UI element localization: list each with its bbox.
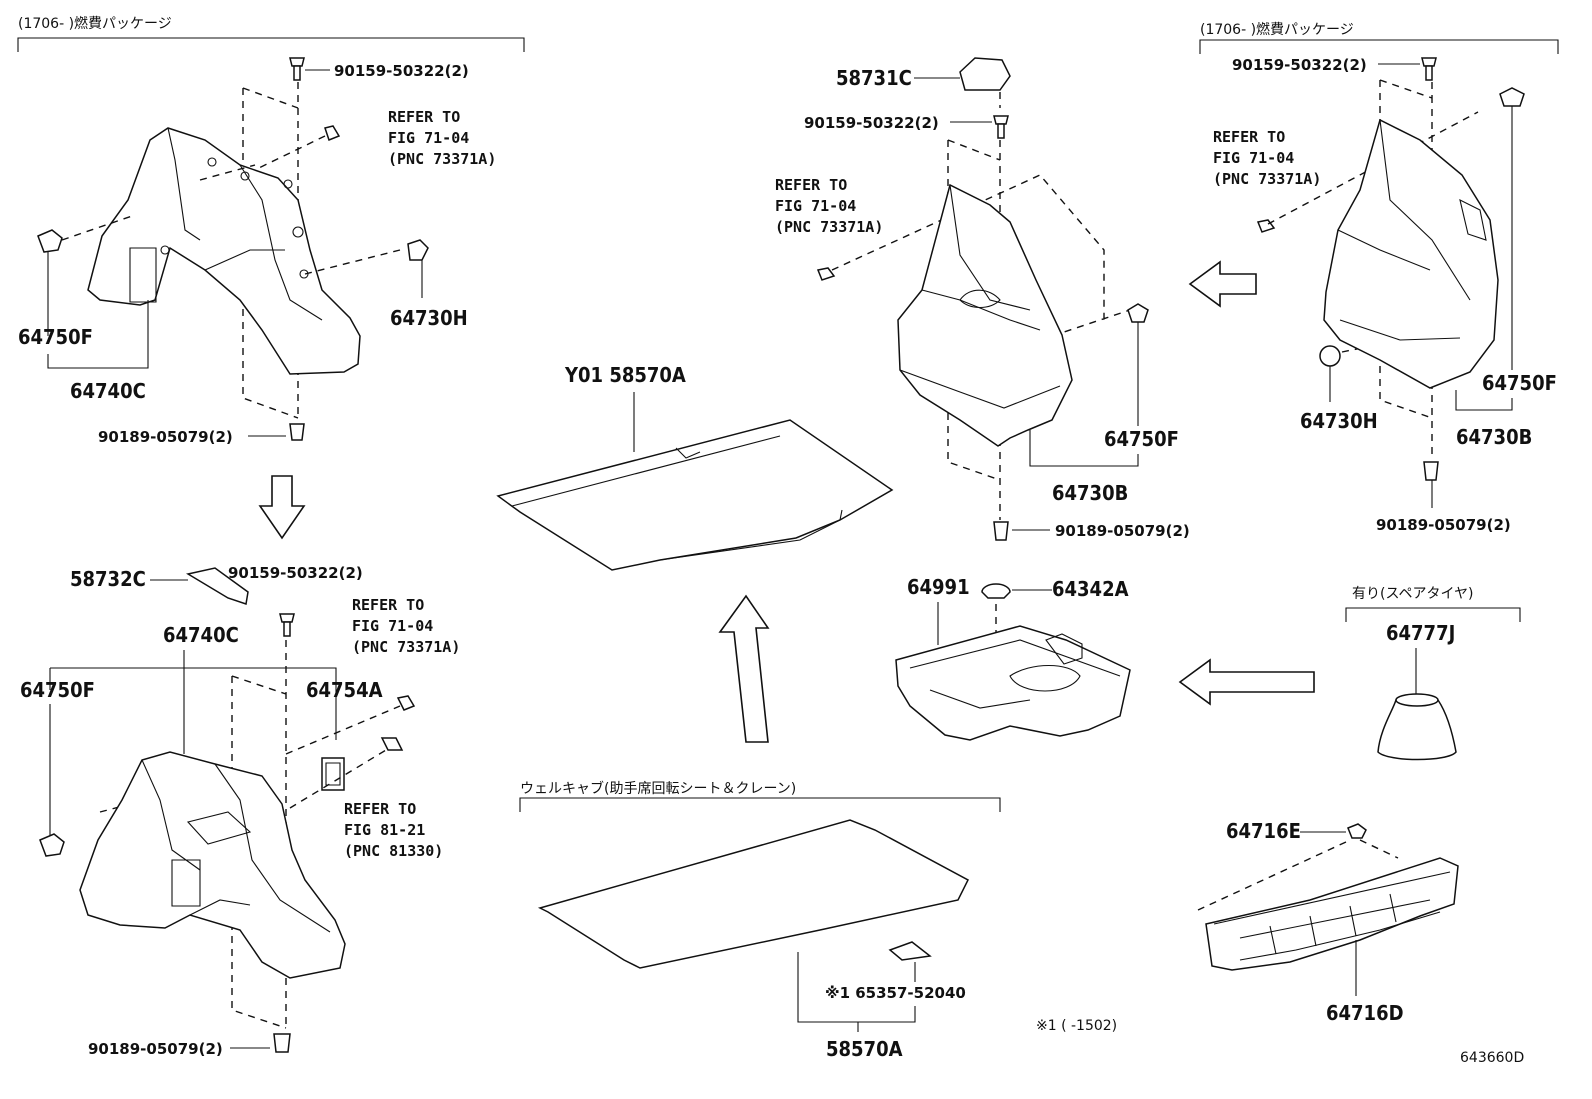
part-number-64777j[interactable]: 64777J xyxy=(1386,621,1455,645)
svg-text:(PNC 81330): (PNC 81330) xyxy=(344,842,443,860)
deck-board-58570a[interactable] xyxy=(537,819,969,969)
part-number-90189-05079[interactable]: 90189-05079(2) xyxy=(1376,516,1511,534)
part-number-64716e[interactable]: 64716E xyxy=(1226,819,1301,843)
clip-64750f-icon[interactable] xyxy=(1127,303,1149,323)
group-label-fuel-package-left: (1706- )燃費パッケージ xyxy=(18,15,172,32)
cap-64342a-icon[interactable] xyxy=(981,583,1011,599)
svg-text:FIG 71-04: FIG 71-04 xyxy=(352,617,433,635)
refer-to-fig-71-04-b[interactable]: REFER TO FIG 71-04 (PNC 73371A) xyxy=(352,596,460,656)
part-number-64730h[interactable]: 64730H xyxy=(1300,409,1378,433)
svg-text:REFER TO: REFER TO xyxy=(344,800,416,818)
clip-icon[interactable] xyxy=(396,695,416,711)
group-label-fuel-package-right: (1706- )燃費パッケージ xyxy=(1200,21,1354,38)
svg-text:FIG 71-04: FIG 71-04 xyxy=(388,129,469,147)
flow-arrow-up xyxy=(718,594,770,743)
svg-text:REFER TO: REFER TO xyxy=(388,108,460,126)
part-number-64991[interactable]: 64991 xyxy=(907,575,970,599)
part-number-58732c[interactable]: 58732C xyxy=(70,567,146,591)
bracket-65357-52040-icon[interactable] xyxy=(888,941,932,961)
group-label-spare-tire: 有り(スペアタイヤ) xyxy=(1352,586,1474,602)
cover-58732c[interactable] xyxy=(186,567,249,605)
refer-to-fig-71-04-a[interactable]: REFER TO FIG 71-04 (PNC 73371A) xyxy=(388,108,496,168)
part-number-64342a[interactable]: 64342A xyxy=(1052,577,1129,601)
flow-arrow-left xyxy=(1178,658,1315,706)
flow-arrow-down xyxy=(258,475,306,540)
svg-text:REFER TO: REFER TO xyxy=(1213,128,1285,146)
group-bracket-top-left xyxy=(17,37,525,52)
deck-board-y01-58570a[interactable] xyxy=(496,419,894,571)
bolt-icon[interactable] xyxy=(993,115,1009,139)
part-number-58731c[interactable]: 58731C xyxy=(836,66,912,90)
refer-to-fig-71-04-c[interactable]: REFER TO FIG 71-04 (PNC 73371A) xyxy=(775,176,883,236)
spacer-64777j[interactable] xyxy=(1377,693,1457,761)
diagram-id: 643660D xyxy=(1460,1050,1524,1066)
flow-arrow-left xyxy=(1188,260,1257,308)
nut-icon[interactable] xyxy=(993,521,1009,541)
deck-tray-64991[interactable] xyxy=(895,625,1131,741)
nut-icon[interactable] xyxy=(1423,461,1439,481)
clip-81330-icon[interactable] xyxy=(380,737,404,751)
luggage-box-64730b[interactable] xyxy=(897,183,1073,447)
part-number-90189-05079[interactable]: 90189-05079(2) xyxy=(98,428,233,446)
part-number-64730h[interactable]: 64730H xyxy=(390,306,468,330)
part-number-64716d[interactable]: 64716D xyxy=(1326,1001,1404,1025)
part-number-64750f[interactable]: 64750F xyxy=(18,325,93,349)
svg-text:(PNC 73371A): (PNC 73371A) xyxy=(388,150,496,168)
cover-58731c[interactable] xyxy=(959,57,1011,91)
svg-text:REFER TO: REFER TO xyxy=(352,596,424,614)
part-number-90189-05079[interactable]: 90189-05079(2) xyxy=(1055,522,1190,540)
quarter-trim-panel-64740c[interactable] xyxy=(61,127,401,375)
nut-icon[interactable] xyxy=(289,423,305,441)
svg-text:(PNC 73371A): (PNC 73371A) xyxy=(1213,170,1321,188)
part-number-64730b[interactable]: 64730B xyxy=(1456,425,1532,449)
footnote: ※1 ( -1502) xyxy=(1036,1018,1117,1034)
part-number-90159-50322[interactable]: 90159-50322(2) xyxy=(334,62,469,80)
part-number-65357-52040[interactable]: ※1 65357-52040 xyxy=(825,984,966,1002)
part-number-90189-05079[interactable]: 90189-05079(2) xyxy=(88,1040,223,1058)
clip-icon[interactable] xyxy=(324,125,341,141)
svg-text:FIG 81-21: FIG 81-21 xyxy=(344,821,425,839)
bolt-icon[interactable] xyxy=(1421,57,1437,81)
part-number-y01-58570a[interactable]: Y01 58570A xyxy=(564,363,686,387)
part-number-64750f[interactable]: 64750F xyxy=(1482,371,1557,395)
part-number-64740c[interactable]: 64740C xyxy=(70,379,146,403)
part-number-90159-50322[interactable]: 90159-50322(2) xyxy=(228,564,363,582)
part-number-90159-50322[interactable]: 90159-50322(2) xyxy=(1232,56,1367,74)
clip-64716e-icon[interactable] xyxy=(1347,823,1367,839)
svg-text:(PNC 73371A): (PNC 73371A) xyxy=(775,218,883,236)
part-number-64740c[interactable]: 64740C xyxy=(163,623,239,647)
part-number-64754a[interactable]: 64754A xyxy=(306,678,383,702)
plug-64754a-icon[interactable] xyxy=(321,757,345,791)
part-number-58570a[interactable]: 58570A xyxy=(826,1037,903,1061)
part-number-64750f[interactable]: 64750F xyxy=(1104,427,1179,451)
push-clip-64730h-icon[interactable] xyxy=(407,239,429,298)
quarter-box-64730b[interactable] xyxy=(1323,118,1499,389)
bolt-icon[interactable] xyxy=(289,57,305,81)
part-number-64730b[interactable]: 64730B xyxy=(1052,481,1128,505)
group-label-welcab: ウェルキャブ(助手席回転シート＆クレーン) xyxy=(520,780,796,797)
refer-to-fig-81-21[interactable]: REFER TO FIG 81-21 (PNC 81330) xyxy=(344,800,443,860)
quarter-trim-panel-64740c-fuel[interactable] xyxy=(79,751,346,979)
clip-64750f-icon[interactable] xyxy=(37,229,63,336)
push-clip-64730h-icon[interactable] xyxy=(1319,345,1341,367)
clip-64750f-icon[interactable] xyxy=(39,833,65,857)
clip-64750f-icon[interactable] xyxy=(1499,87,1525,107)
svg-text:FIG 71-04: FIG 71-04 xyxy=(775,197,856,215)
clip-icon[interactable] xyxy=(816,267,836,281)
svg-text:FIG 71-04: FIG 71-04 xyxy=(1213,149,1294,167)
refer-to-fig-71-04-d[interactable]: REFER TO FIG 71-04 (PNC 73371A) xyxy=(1213,128,1321,188)
bolt-icon[interactable] xyxy=(279,613,295,637)
luggage-scuff-plate-64716d[interactable] xyxy=(1205,857,1459,971)
part-number-64750f[interactable]: 64750F xyxy=(20,678,95,702)
svg-text:(PNC 73371A): (PNC 73371A) xyxy=(352,638,460,656)
nut-icon[interactable] xyxy=(273,1033,291,1053)
part-number-90159-50322[interactable]: 90159-50322(2) xyxy=(804,114,939,132)
svg-text:REFER TO: REFER TO xyxy=(775,176,847,194)
